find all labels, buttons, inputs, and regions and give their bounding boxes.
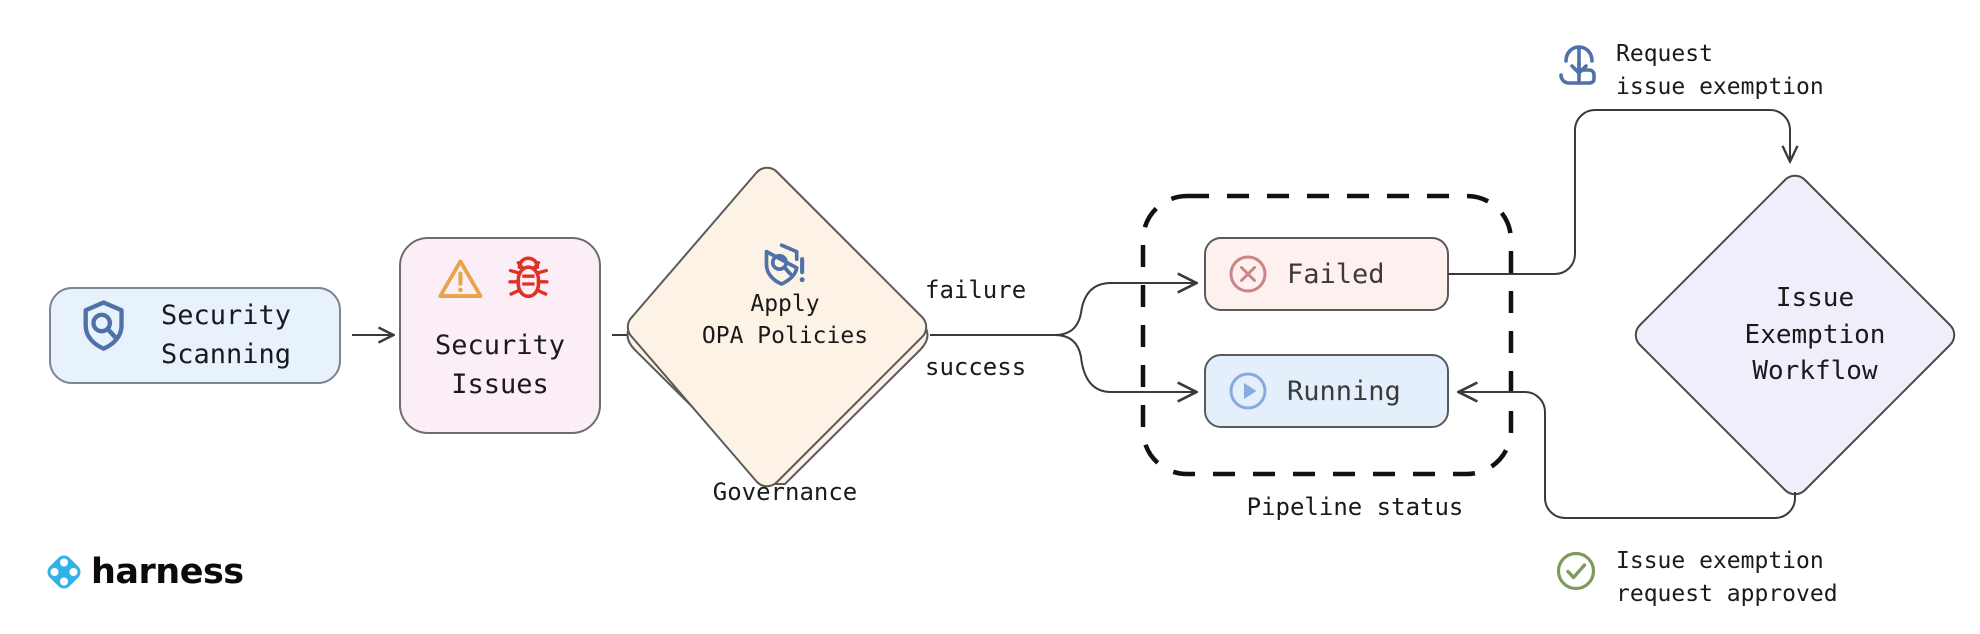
tap-gesture-icon (1559, 45, 1596, 85)
edge-branch-success (1054, 334, 1195, 392)
annotation-request-exemption-label: Request issue exemption (1616, 41, 1824, 101)
apply-opa-label: Apply OPA Policies (701, 291, 869, 349)
status-chip-failed-label: Failed (1287, 258, 1385, 290)
shield-search-icon (83, 300, 124, 351)
edge-label-failure: failure (925, 276, 1027, 304)
exemption-workflow-node[interactable]: Issue Exemption Workflow (1680, 270, 1950, 400)
shield-policy-icon (764, 243, 805, 286)
circle-play-icon (1229, 372, 1267, 410)
circle-x-icon (1229, 255, 1267, 293)
harness-wordmark: harness (91, 552, 244, 592)
security-issues-icon-row (443, 267, 557, 313)
annotation-request-approved: Issue exemption request approved (1558, 545, 1838, 611)
harness-logo: harness (46, 552, 244, 592)
security-scanning-label: Security Scanning (160, 300, 292, 370)
security-issues-label: Security Issues (434, 330, 566, 400)
edge-failed-to-exemption (1448, 109, 1790, 275)
pipeline-status-container (1140, 193, 1514, 477)
status-chip-running-label: Running (1287, 375, 1401, 407)
status-chip-failed-content[interactable]: Failed (1205, 238, 1448, 310)
annotation-request-exemption: Request issue exemption (1558, 38, 1824, 104)
exemption-workflow-diamond[interactable] (1634, 174, 1956, 496)
annotation-request-approved-label: Issue exemption request approved (1616, 548, 1838, 608)
security-issues-node[interactable]: Security Issues (400, 238, 600, 433)
check-circle-icon (1556, 551, 1596, 591)
security-issues-box[interactable] (399, 237, 601, 434)
edge-exemption-return (1460, 392, 1796, 519)
bug-icon (508, 256, 549, 299)
edge-branch-failure (1054, 283, 1195, 336)
apply-opa-node[interactable]: Apply OPA Policies (670, 235, 900, 365)
status-chip-running[interactable] (1204, 354, 1449, 428)
edge-label-success: success (925, 353, 1027, 381)
security-scanning-node[interactable]: Security Scanning (50, 288, 340, 383)
exemption-workflow-label: Issue Exemption Workflow (1744, 282, 1886, 387)
harness-diamond-icon (47, 555, 81, 589)
warning-triangle-icon (438, 259, 483, 298)
status-chip-running-content[interactable]: Running (1205, 355, 1448, 427)
apply-opa-diamond-outline (626, 166, 928, 488)
